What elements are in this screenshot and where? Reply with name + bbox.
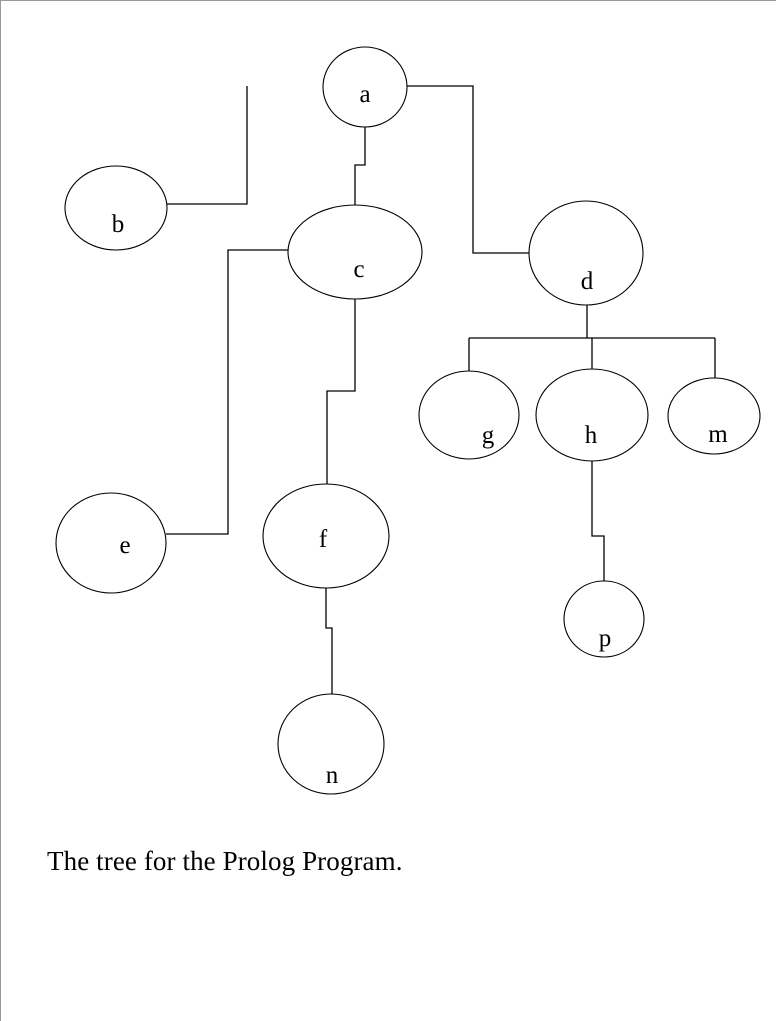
node-b-label: b (112, 211, 125, 238)
node-b-shape[interactable] (64, 165, 168, 251)
node-c-label: c (353, 256, 364, 283)
node-n-shape[interactable] (277, 693, 385, 795)
node-f-shape[interactable] (262, 483, 390, 589)
edge-c-f (326, 298, 356, 484)
node-h[interactable]: h (535, 368, 649, 462)
node-g-shape[interactable] (418, 370, 520, 460)
node-c-shape[interactable] (287, 204, 423, 300)
node-d-shape[interactable] (528, 200, 644, 306)
node-h-shape[interactable] (535, 368, 649, 462)
edge-a-d (407, 85, 529, 254)
node-g[interactable]: g (418, 370, 520, 460)
edge-a-b (167, 86, 248, 205)
node-e-label: e (119, 532, 130, 559)
node-m-label: m (708, 421, 728, 448)
node-m[interactable]: m (667, 377, 761, 455)
node-d-label: d (581, 268, 594, 295)
node-p-shape[interactable] (563, 580, 645, 658)
node-n-label: n (326, 762, 339, 789)
node-a-shape[interactable] (322, 46, 408, 128)
node-a-label: a (359, 81, 370, 108)
node-h-label: h (585, 422, 598, 449)
node-p-label: p (599, 625, 612, 652)
node-f[interactable]: f (262, 483, 390, 589)
node-e[interactable]: e (55, 492, 167, 594)
node-d[interactable]: d (528, 200, 644, 306)
node-p[interactable]: p (563, 580, 645, 658)
node-n[interactable]: n (277, 693, 385, 795)
edge-c-e (166, 249, 288, 535)
node-c[interactable]: c (287, 204, 423, 300)
node-b[interactable]: b (64, 165, 168, 251)
node-e-shape[interactable] (55, 492, 167, 594)
node-a[interactable]: a (322, 46, 408, 128)
diagram-caption: The tree for the Prolog Program. (47, 846, 403, 876)
edge-a-c (354, 127, 366, 206)
edge-f-n (325, 588, 333, 695)
node-g-label: g (482, 422, 495, 449)
node-m-shape[interactable] (667, 377, 761, 455)
node-f-label: f (319, 526, 328, 553)
